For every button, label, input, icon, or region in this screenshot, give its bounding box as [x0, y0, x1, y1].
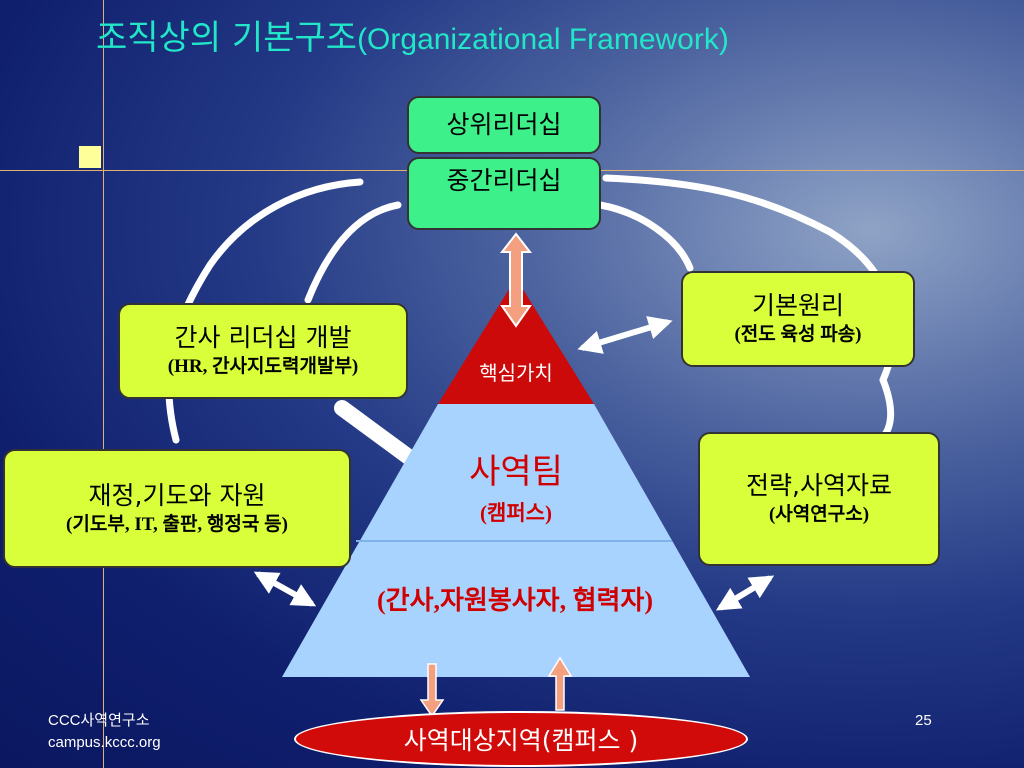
pyramid-top	[438, 278, 594, 404]
box-middle-leadership: 중간리더십	[407, 157, 601, 230]
pyramid-top-label: 핵심가치	[479, 361, 553, 385]
footer-line1: CCC사역연구소	[48, 712, 150, 729]
title-english: (Organizational Framework)	[357, 23, 729, 56]
pyramid-bottom-label: (간사,자원봉사자, 협력자)	[376, 586, 654, 615]
staff-leadership-line1: 간사 리더십 개발	[174, 323, 352, 352]
target-area-label: 사역대상지역(캠퍼스 )	[403, 726, 639, 755]
principles-line2: (전도 육성 파송)	[734, 324, 862, 345]
box-strategy: 전략,사역자료 (사역연구소)	[698, 432, 940, 566]
box-finance: 재정,기도와 자원 (기도부, IT, 출판, 행정국 등)	[3, 449, 351, 568]
target-area-ellipse: 사역대상지역(캠퍼스 )	[294, 711, 748, 767]
curve-left-inner	[304, 201, 402, 304]
double-arrow-vertical	[499, 232, 533, 328]
arrow-down-to-target	[419, 663, 445, 718]
arrow-strategy	[715, 575, 775, 611]
box-staff-leadership: 간사 리더십 개발 (HR, 간사지도력개발부)	[118, 303, 408, 399]
strategy-line2: (사역연구소)	[768, 504, 870, 525]
curve-right-inner	[596, 201, 694, 272]
staff-leadership-line2: (HR, 간사지도력개발부)	[167, 356, 359, 377]
footer: CCC사역연구소 campus.kccc.org	[48, 710, 161, 754]
strategy-line1: 전략,사역자료	[746, 471, 892, 500]
principles-line1: 기본원리	[751, 291, 844, 320]
curve-right-lower	[876, 376, 895, 444]
pyramid-middle-sub-label: (캠퍼스)	[480, 501, 552, 525]
connector-bar-left	[334, 400, 418, 466]
decorative-square	[79, 146, 101, 168]
title-korean: 조직상의 기본구조	[96, 18, 358, 58]
box-upper-leadership: 상위리더십	[407, 96, 601, 154]
upper-leadership-label: 상위리더십	[446, 110, 562, 139]
page-number: 25	[915, 712, 932, 729]
slide-title: 조직상의 기본구조(Organizational Framework)	[96, 10, 729, 59]
guide-line-vertical	[103, 0, 104, 768]
footer-line2: campus.kccc.org	[48, 734, 161, 751]
finance-line1: 재정,기도와 자원	[88, 480, 266, 510]
box-principles: 기본원리 (전도 육성 파송)	[681, 271, 915, 367]
middle-leadership-label: 중간리더십	[446, 166, 562, 195]
pyramid-middle-label: 사역팀	[469, 452, 563, 492]
arrow-finance	[253, 571, 317, 607]
arrow-up-from-target	[547, 656, 573, 711]
finance-line2: (기도부, IT, 출판, 행정국 등)	[66, 513, 288, 535]
arrow-principles	[577, 316, 673, 354]
